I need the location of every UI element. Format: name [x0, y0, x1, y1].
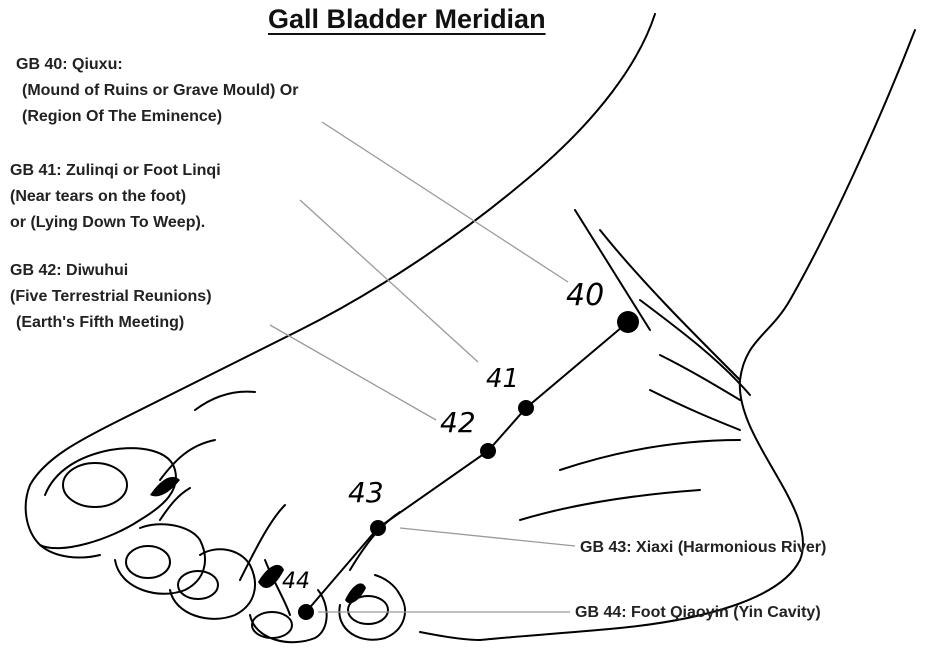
page-title: Gall Bladder Meridian	[268, 4, 546, 35]
fourth-toe-nail	[252, 612, 292, 638]
leader-line-43	[400, 528, 575, 546]
label-gb41-line-3: or (Lying Down To Weep).	[10, 210, 221, 236]
point-41-number: 41	[486, 364, 519, 394]
label-gb40-line-1: GB 40: Qiuxu:	[16, 52, 298, 78]
second-toe-nail	[126, 546, 170, 578]
leader-line-42	[270, 325, 436, 420]
point-41-dot	[518, 400, 534, 416]
point-43-number: 43	[348, 476, 384, 509]
label-gb43-line-1: GB 43: Xiaxi (Harmonious River)	[580, 535, 826, 561]
third-toe-nail	[178, 571, 218, 599]
fourth-toe	[250, 590, 327, 642]
label-gb41: GB 41: Zulinqi or Foot Linqi (Near tears…	[10, 158, 221, 236]
point-43-dot	[370, 520, 386, 536]
label-gb43: GB 43: Xiaxi (Harmonious River)	[580, 535, 826, 561]
point-40-dot	[617, 311, 639, 333]
label-gb41-line-2: (Near tears on the foot)	[10, 184, 221, 210]
label-gb44: GB 44: Foot Qiaoyin (Yin Cavity)	[575, 600, 821, 626]
point-44-dot	[298, 604, 314, 620]
point-40-number: 40	[566, 278, 604, 313]
point-42-number: 42	[440, 406, 476, 439]
sole-outline	[420, 632, 480, 640]
label-gb40-line-2: (Mound of Ruins or Grave Mould) Or	[16, 78, 298, 104]
label-gb42-line-1: GB 42: Diwuhui	[10, 258, 212, 284]
label-gb42-line-3: (Earth's Fifth Meeting)	[10, 310, 212, 336]
leader-line-40	[322, 122, 568, 282]
meridian-line	[306, 322, 628, 612]
label-gb42: GB 42: Diwuhui (Five Terrestrial Reunion…	[10, 258, 212, 336]
point-42-dot	[480, 443, 496, 459]
leader-line-41	[300, 200, 478, 362]
label-gb41-line-1: GB 41: Zulinqi or Foot Linqi	[10, 158, 221, 184]
label-gb40: GB 40: Qiuxu: (Mound of Ruins or Grave M…	[16, 52, 298, 130]
label-gb40-line-3: (Region Of The Eminence)	[16, 104, 298, 130]
big-toe	[40, 448, 176, 548]
big-toe-nail	[63, 463, 127, 507]
third-toe	[170, 549, 255, 619]
label-gb44-line-1: GB 44: Foot Qiaoyin (Yin Cavity)	[575, 600, 821, 626]
second-toe	[115, 524, 205, 594]
label-gb42-line-2: (Five Terrestrial Reunions)	[10, 284, 212, 310]
point-44-number: 44	[282, 569, 310, 594]
